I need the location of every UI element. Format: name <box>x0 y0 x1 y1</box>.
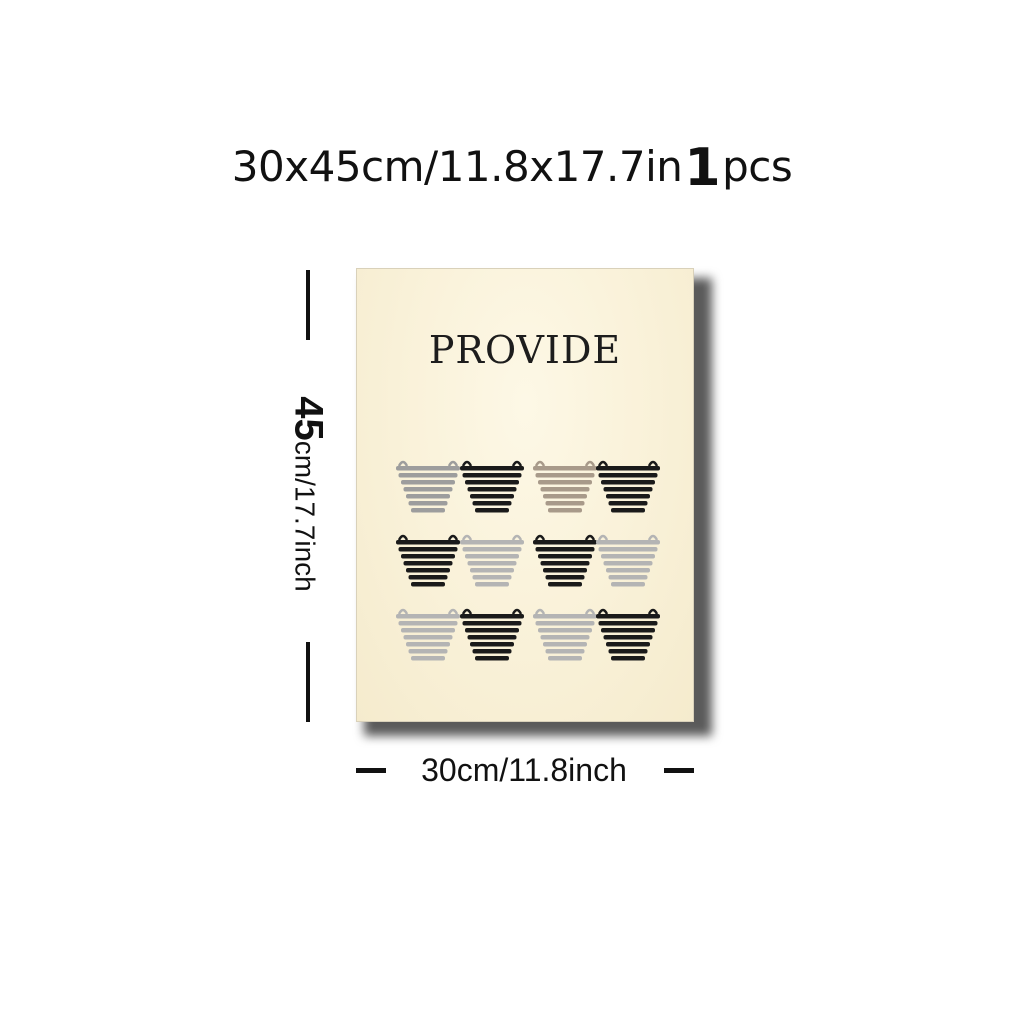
size-text: 30x45cm/11.8x17.7in <box>231 142 683 191</box>
striped-pot <box>596 534 660 587</box>
striped-pot <box>396 460 460 513</box>
height-dimension-line-top <box>306 270 310 340</box>
quantity-unit: pcs <box>722 142 793 191</box>
width-dimension-dash-right <box>664 768 694 773</box>
striped-pot <box>396 608 460 661</box>
size-headline: 30x45cm/11.8x17.7in1pcs <box>0 138 1024 198</box>
striped-pot <box>460 534 524 587</box>
width-dimension-dash-left <box>356 768 386 773</box>
width-dimension-label: 30cm/11.8inch <box>421 752 627 788</box>
poster: PROVIDE <box>356 268 694 722</box>
pot-grid <box>396 460 660 661</box>
striped-pot <box>533 534 597 587</box>
striped-pot <box>596 608 660 661</box>
striped-pot <box>533 608 597 661</box>
height-dimension-label: 45cm/17.7inch <box>286 396 331 592</box>
poster-title: PROVIDE <box>428 328 622 372</box>
striped-pot <box>460 608 524 661</box>
striped-pot <box>396 534 460 587</box>
height-dimension-line-bottom <box>306 642 310 722</box>
quantity-number: 1 <box>684 138 721 198</box>
striped-pot <box>533 460 597 513</box>
striped-pot <box>460 460 524 513</box>
striped-pot <box>596 460 660 513</box>
